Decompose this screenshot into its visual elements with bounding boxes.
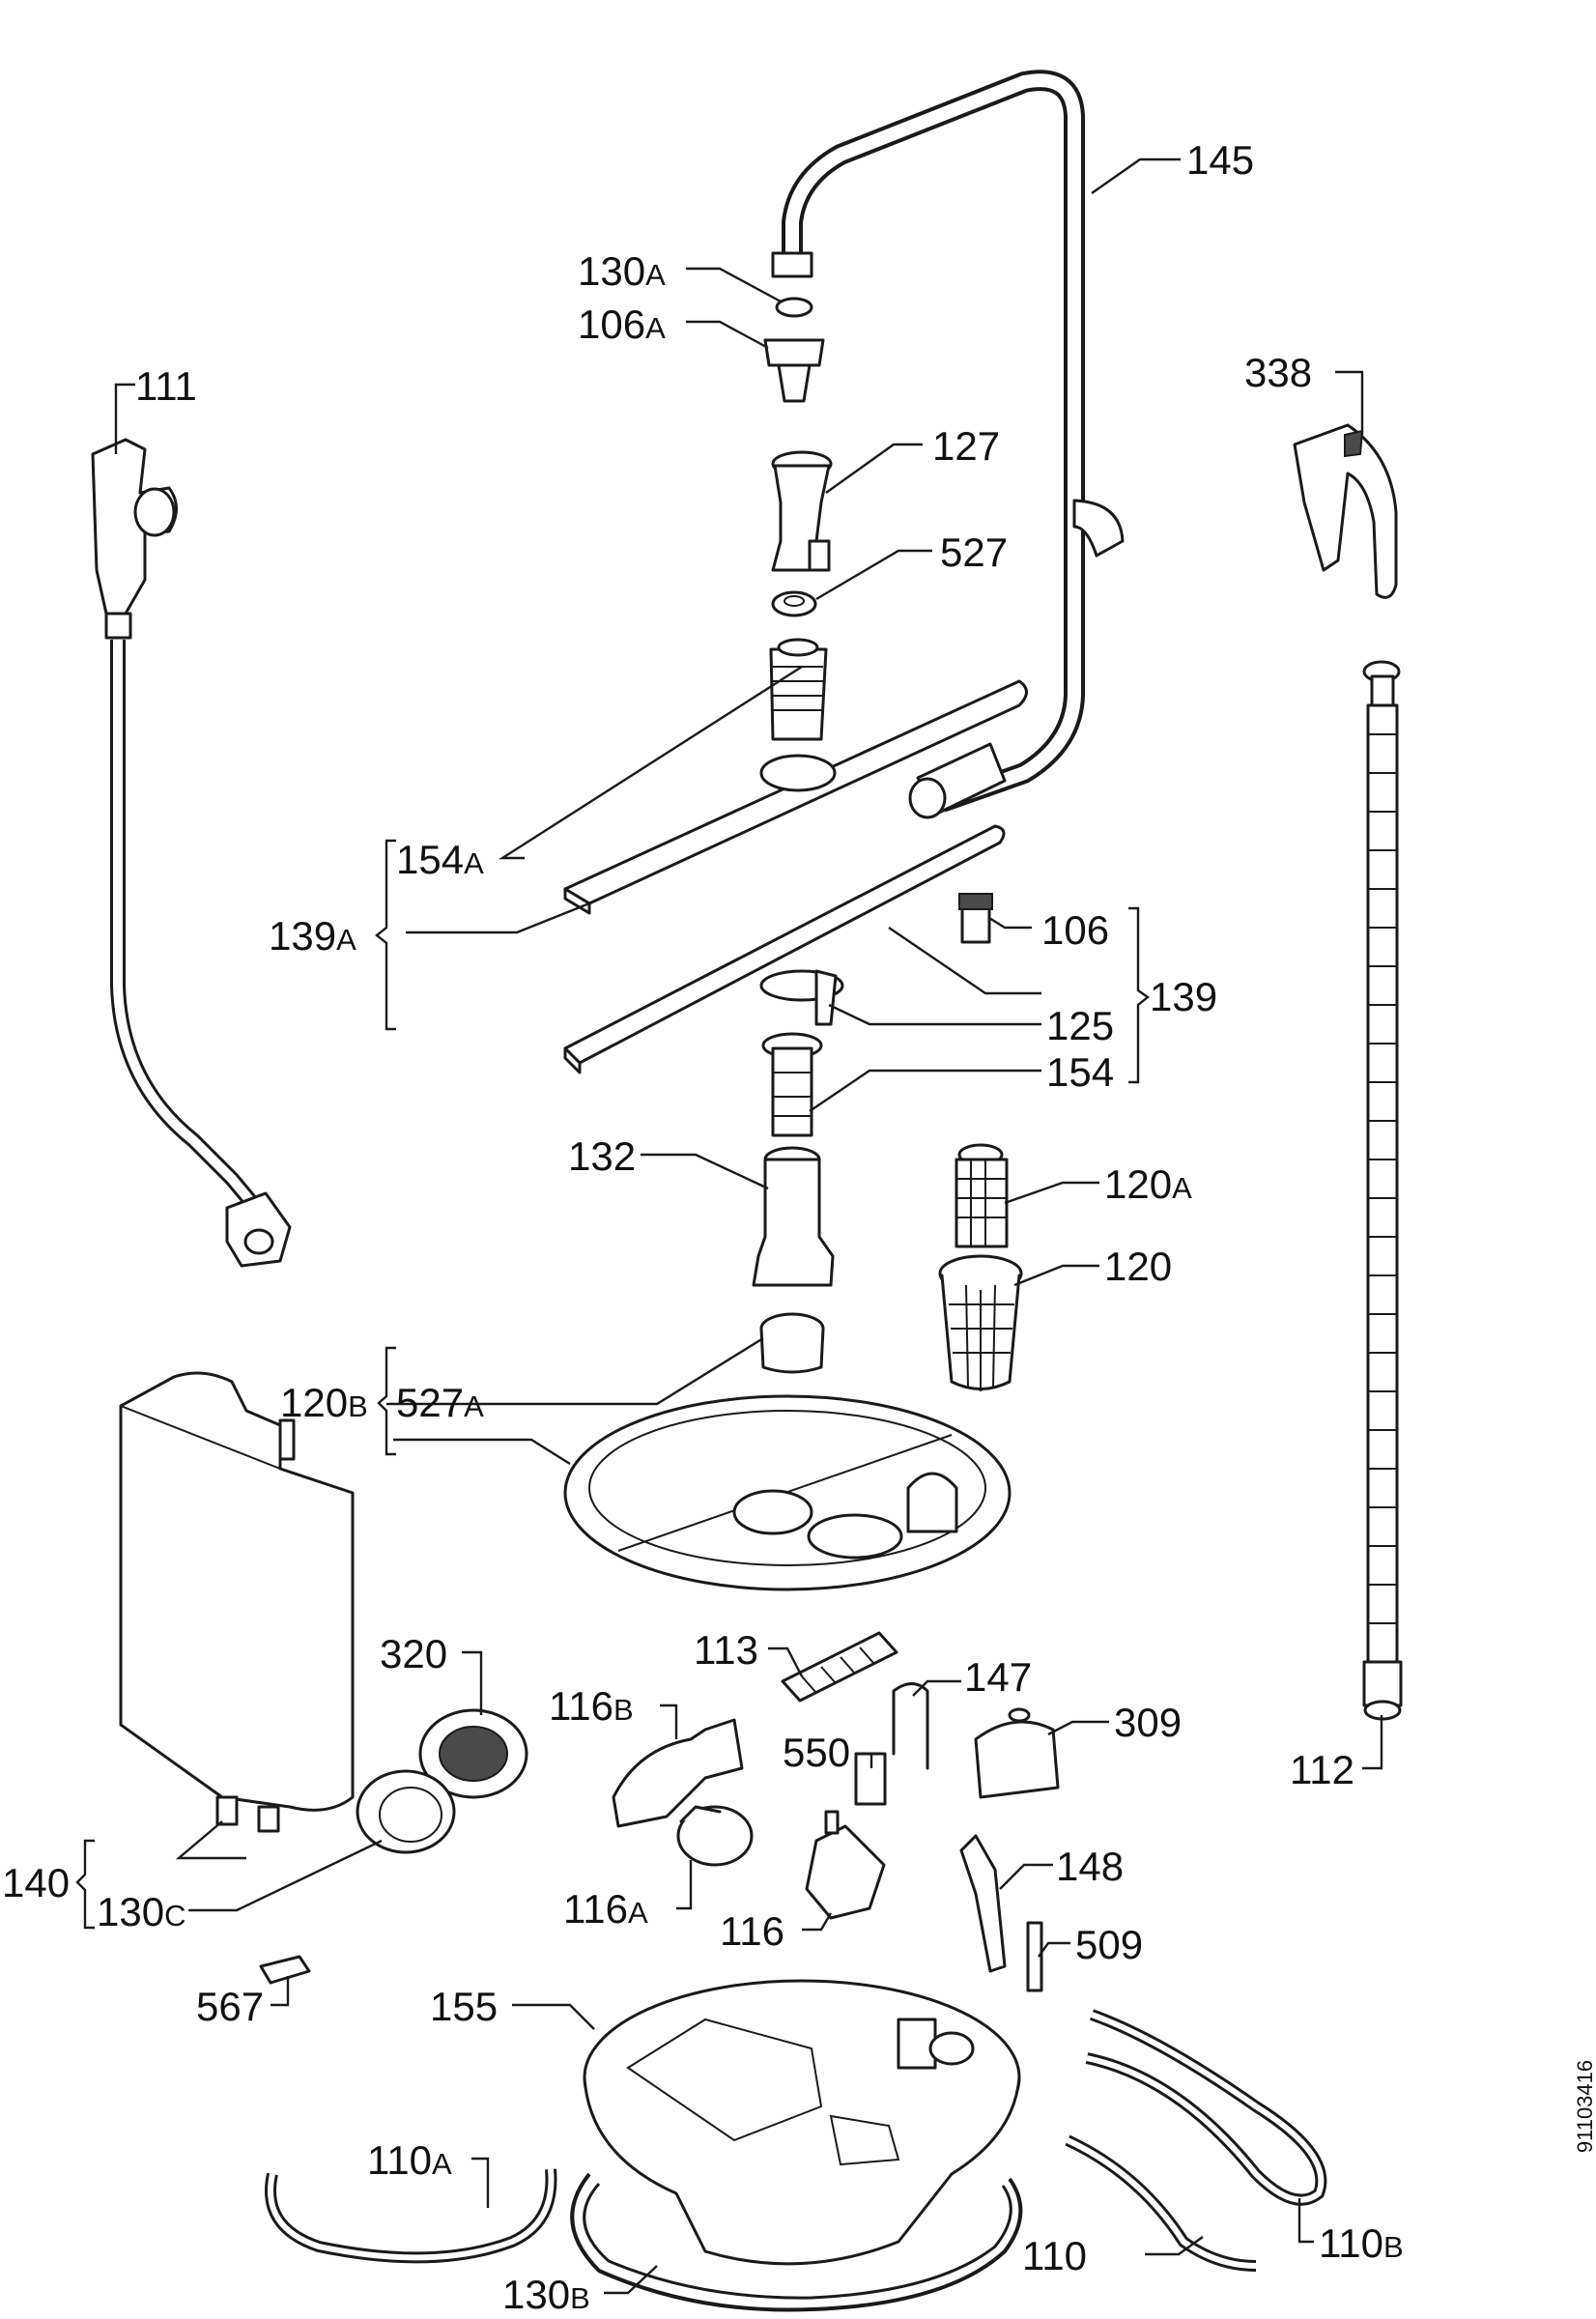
label-527A: 527A	[396, 1380, 484, 1425]
part-130A-o-ring	[775, 297, 813, 318]
part-116-valve	[805, 1810, 886, 1920]
part-140-water-softener	[119, 1371, 355, 1833]
label-130A: 130A	[578, 248, 666, 294]
part-527-nut	[771, 590, 817, 617]
part-106A-nut	[763, 338, 825, 403]
part-320-cap	[418, 1708, 528, 1799]
label-130B: 130B	[502, 2272, 590, 2317]
label-309: 309	[1114, 1700, 1182, 1745]
part-527A-ring	[759, 1312, 825, 1374]
label-145: 145	[1186, 137, 1254, 183]
label-116A: 116A	[563, 1886, 648, 1932]
label-140: 140	[2, 1860, 70, 1905]
label-130C: 130C	[97, 1889, 185, 1934]
part-125-clip	[814, 969, 838, 1026]
label-110A: 110A	[367, 2137, 452, 2183]
label-120: 120	[1104, 1244, 1172, 1289]
label-120A: 120A	[1104, 1161, 1192, 1207]
label-338: 338	[1244, 350, 1312, 395]
drawing-number: 91103416	[1573, 2060, 1596, 2153]
label-127: 127	[932, 423, 1000, 469]
part-113-heater-tube	[781, 1631, 898, 1703]
part-130C-seal	[356, 1769, 456, 1854]
label-110B: 110B	[1319, 2220, 1404, 2266]
part-155-sump	[583, 1979, 1021, 2266]
label-320: 320	[380, 1631, 447, 1676]
label-509: 509	[1075, 1922, 1143, 1967]
part-154-hub	[761, 1032, 823, 1137]
part-112-drain-hose	[1362, 660, 1403, 1721]
label-154: 154	[1046, 1049, 1114, 1095]
label-155: 155	[430, 1984, 498, 2029]
label-567: 567	[196, 1984, 264, 2029]
label-139A: 139A	[269, 913, 356, 959]
part-139A-upper-spray-arm	[563, 638, 1028, 915]
part-309-cap	[974, 1707, 1060, 1799]
part-127-bearing	[771, 450, 833, 572]
part-338-bracket	[1293, 423, 1398, 599]
part-110B-hose	[1085, 2009, 1327, 2206]
label-527: 527	[940, 530, 1008, 575]
label-116B: 116B	[549, 1683, 634, 1729]
part-147-clip	[892, 1682, 929, 1770]
part-110-hose	[1065, 2134, 1257, 2272]
label-110: 110	[1022, 2233, 1087, 2278]
part-111-inlet-hose	[91, 438, 292, 1268]
label-111: 111	[135, 363, 197, 409]
leader-lines	[75, 157, 1383, 2295]
label-113: 113	[694, 1627, 758, 1673]
label-139: 139	[1150, 974, 1217, 1019]
part-567-clip	[259, 1955, 311, 1985]
label-125: 125	[1046, 1003, 1114, 1048]
label-106: 106	[1041, 907, 1109, 953]
label-147: 147	[964, 1654, 1032, 1700]
part-116A-flap	[676, 1805, 754, 1867]
part-148-lever	[959, 1834, 1007, 1973]
part-509-pin	[1026, 1921, 1043, 1992]
part-120B-filter-plate	[563, 1394, 1012, 1591]
label-148: 148	[1056, 1844, 1124, 1889]
part-130B-gasket	[570, 2172, 1023, 2312]
part-120A-fine-filter	[955, 1143, 1009, 1248]
label-154A: 154A	[396, 837, 484, 882]
part-labels: 145 130A 106A 111 338 127 527 154A 139A …	[2, 137, 1404, 2317]
part-116B-valve-part	[612, 1718, 744, 1828]
label-116: 116	[720, 1908, 784, 1954]
label-112: 112	[1290, 1747, 1354, 1792]
part-145-feed-pipe	[771, 70, 1125, 819]
part-132-tube	[752, 1146, 835, 1287]
label-120B: 120B	[280, 1380, 368, 1425]
part-120-filter	[938, 1254, 1023, 1391]
part-110A-hose	[265, 2168, 557, 2264]
label-550: 550	[783, 1730, 850, 1775]
part-106-clip	[958, 893, 993, 944]
label-132: 132	[568, 1133, 636, 1179]
label-106A: 106A	[578, 301, 666, 347]
